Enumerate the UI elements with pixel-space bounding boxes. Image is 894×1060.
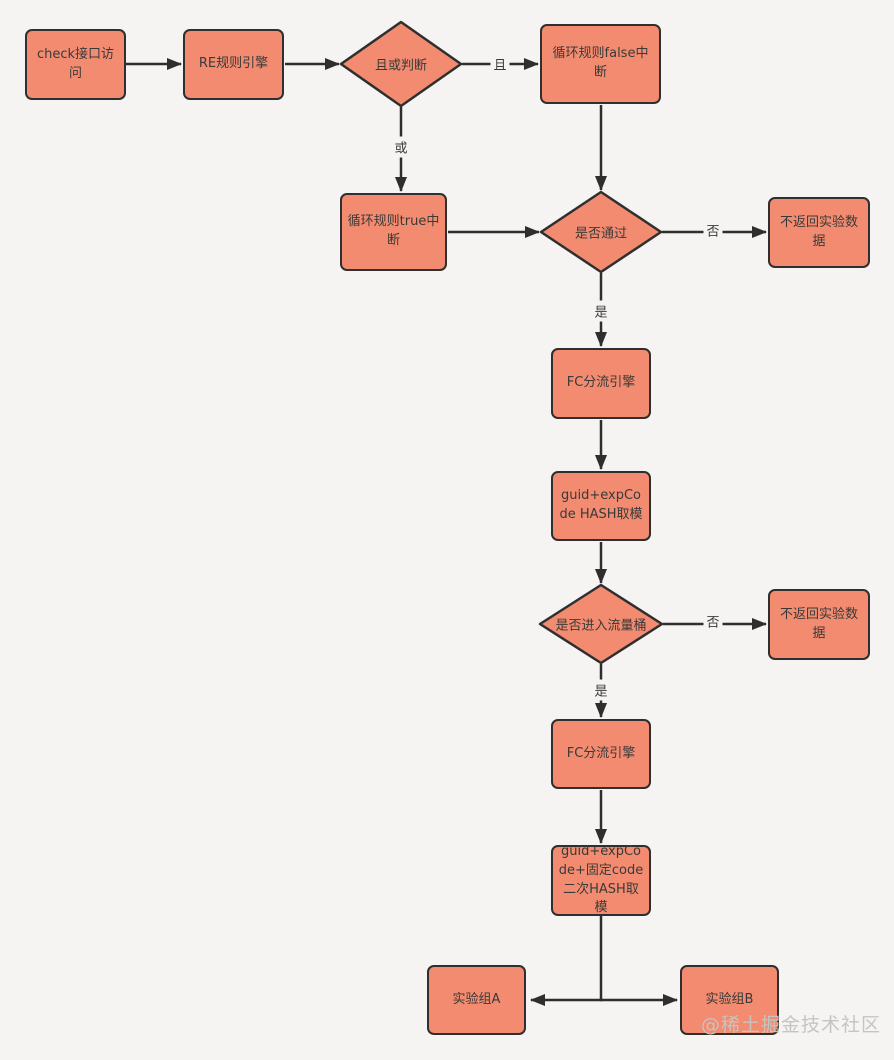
- node-experiment-group-a: 实验组A: [427, 965, 526, 1035]
- decision-diamond-pass-check: [539, 190, 663, 274]
- node-re-rule-engine: RE规则引擎: [183, 29, 284, 100]
- node-check-api: check接口访问: [25, 29, 126, 100]
- node-no-experiment-data-1: 不返回实验数据: [768, 197, 870, 268]
- node-fc-split-engine-2: FC分流引擎: [551, 719, 651, 789]
- edge-label-or: 或: [391, 136, 411, 158]
- node-experiment-group-b: 实验组B: [680, 965, 779, 1035]
- node-fc-split-engine-1: FC分流引擎: [551, 348, 651, 419]
- node-guid-expcode-hash-mod: guid+expCode HASH取模: [551, 471, 651, 541]
- edge-label-and: 且: [490, 53, 510, 75]
- decision-diamond-bucket-check: [538, 583, 664, 665]
- node-second-hash-mod: guid+expCode+固定code 二次HASH取模: [551, 844, 651, 916]
- edge-label-no-2: 否: [703, 610, 723, 632]
- edge-label-yes-2: 是: [591, 679, 611, 701]
- watermark-text: @稀土掘金技术社区: [701, 1014, 882, 1036]
- edge-label-yes-1: 是: [591, 300, 611, 322]
- edge-label-no-1: 否: [703, 219, 723, 241]
- node-loop-rule-true-break: 循环规则true中断: [340, 193, 447, 271]
- decision-diamond-and-or: [339, 20, 463, 108]
- node-no-experiment-data-2: 不返回实验数据: [768, 589, 870, 660]
- node-loop-rule-false-break: 循环规则false中断: [540, 24, 661, 104]
